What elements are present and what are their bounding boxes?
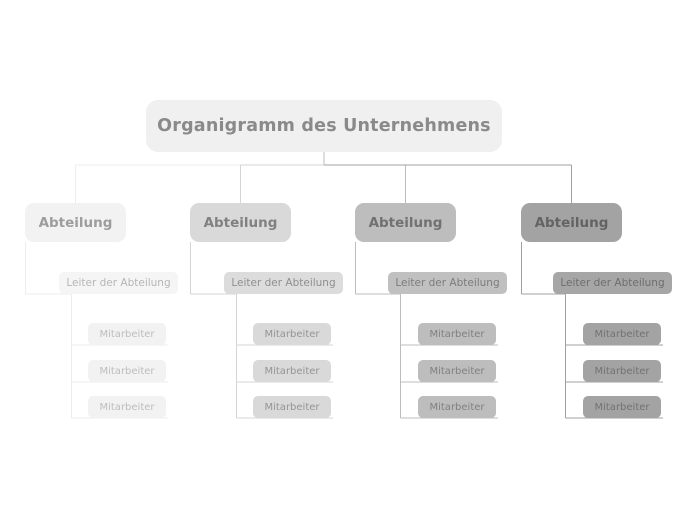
employee-node-3-1[interactable]: Mitarbeiter	[418, 323, 496, 345]
root-node-title[interactable]: Organigramm des Unternehmens	[146, 100, 502, 152]
department-head-node-1[interactable]: Leiter der Abteilung	[59, 272, 178, 294]
department-node-1[interactable]: Abteilung	[25, 203, 126, 242]
employee-node-1-3[interactable]: Mitarbeiter	[88, 396, 166, 418]
employee-node-2-1[interactable]: Mitarbeiter	[253, 323, 331, 345]
department-node-3[interactable]: Abteilung	[355, 203, 456, 242]
department-node-4[interactable]: Abteilung	[521, 203, 622, 242]
employee-node-1-1[interactable]: Mitarbeiter	[88, 323, 166, 345]
department-head-node-2[interactable]: Leiter der Abteilung	[224, 272, 343, 294]
employee-node-1-2[interactable]: Mitarbeiter	[88, 360, 166, 382]
department-node-2[interactable]: Abteilung	[190, 203, 291, 242]
employee-node-2-3[interactable]: Mitarbeiter	[253, 396, 331, 418]
employee-node-4-1[interactable]: Mitarbeiter	[583, 323, 661, 345]
employee-node-2-2[interactable]: Mitarbeiter	[253, 360, 331, 382]
employee-node-3-3[interactable]: Mitarbeiter	[418, 396, 496, 418]
employee-node-4-2[interactable]: Mitarbeiter	[583, 360, 661, 382]
department-head-node-4[interactable]: Leiter der Abteilung	[553, 272, 672, 294]
employee-node-4-3[interactable]: Mitarbeiter	[583, 396, 661, 418]
employee-node-3-2[interactable]: Mitarbeiter	[418, 360, 496, 382]
department-head-node-3[interactable]: Leiter der Abteilung	[388, 272, 507, 294]
